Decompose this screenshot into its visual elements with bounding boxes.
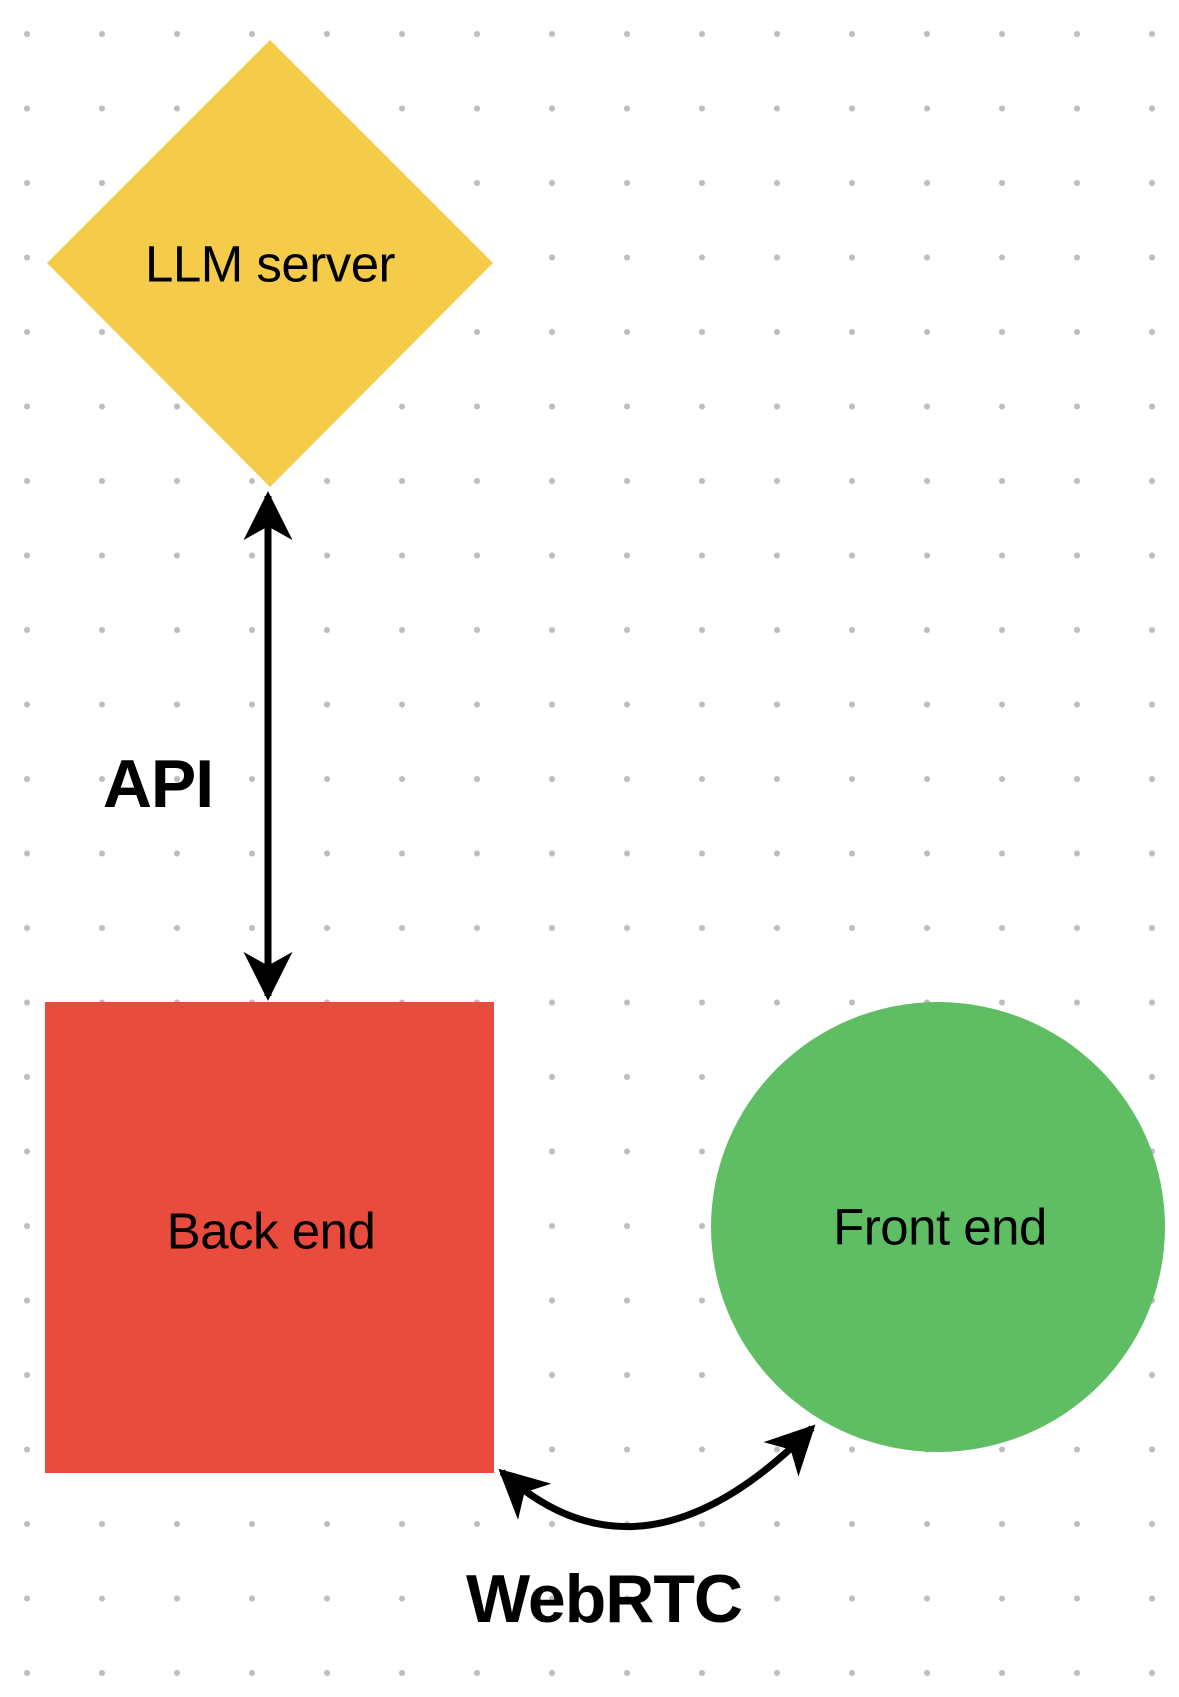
back-end-label[interactable]: Back end [166,1202,376,1260]
back-end-square-shape[interactable] [45,1002,494,1473]
api-connector-label[interactable]: API [102,746,214,822]
llm-server-label[interactable]: LLM server [144,235,396,293]
webrtc-connector-arrow[interactable] [498,1424,816,1530]
webrtc-connector-label[interactable]: WebRTC [465,1561,743,1637]
llm-server-diamond-shape[interactable] [47,40,493,487]
front-end-circle-shape[interactable] [711,1002,1165,1452]
front-end-label[interactable]: Front end [833,1198,1047,1256]
